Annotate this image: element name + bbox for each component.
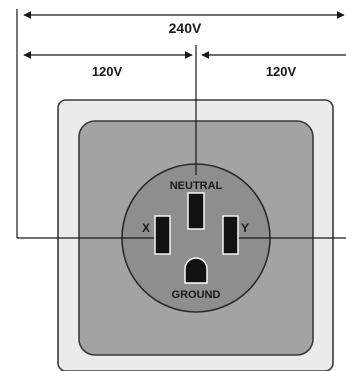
x-slot	[154, 215, 171, 255]
ground-slot	[184, 257, 208, 284]
y-slot	[222, 215, 239, 255]
y-label: Y	[241, 221, 249, 235]
ground-label: GROUND	[172, 289, 221, 301]
neutral-slot	[187, 192, 205, 230]
total-voltage-label: 240V	[169, 20, 202, 36]
left-voltage-label: 120V	[92, 64, 123, 79]
right-voltage-label: 120V	[266, 64, 297, 79]
neutral-label: NEUTRAL	[170, 180, 223, 192]
x-label: X	[142, 221, 150, 235]
